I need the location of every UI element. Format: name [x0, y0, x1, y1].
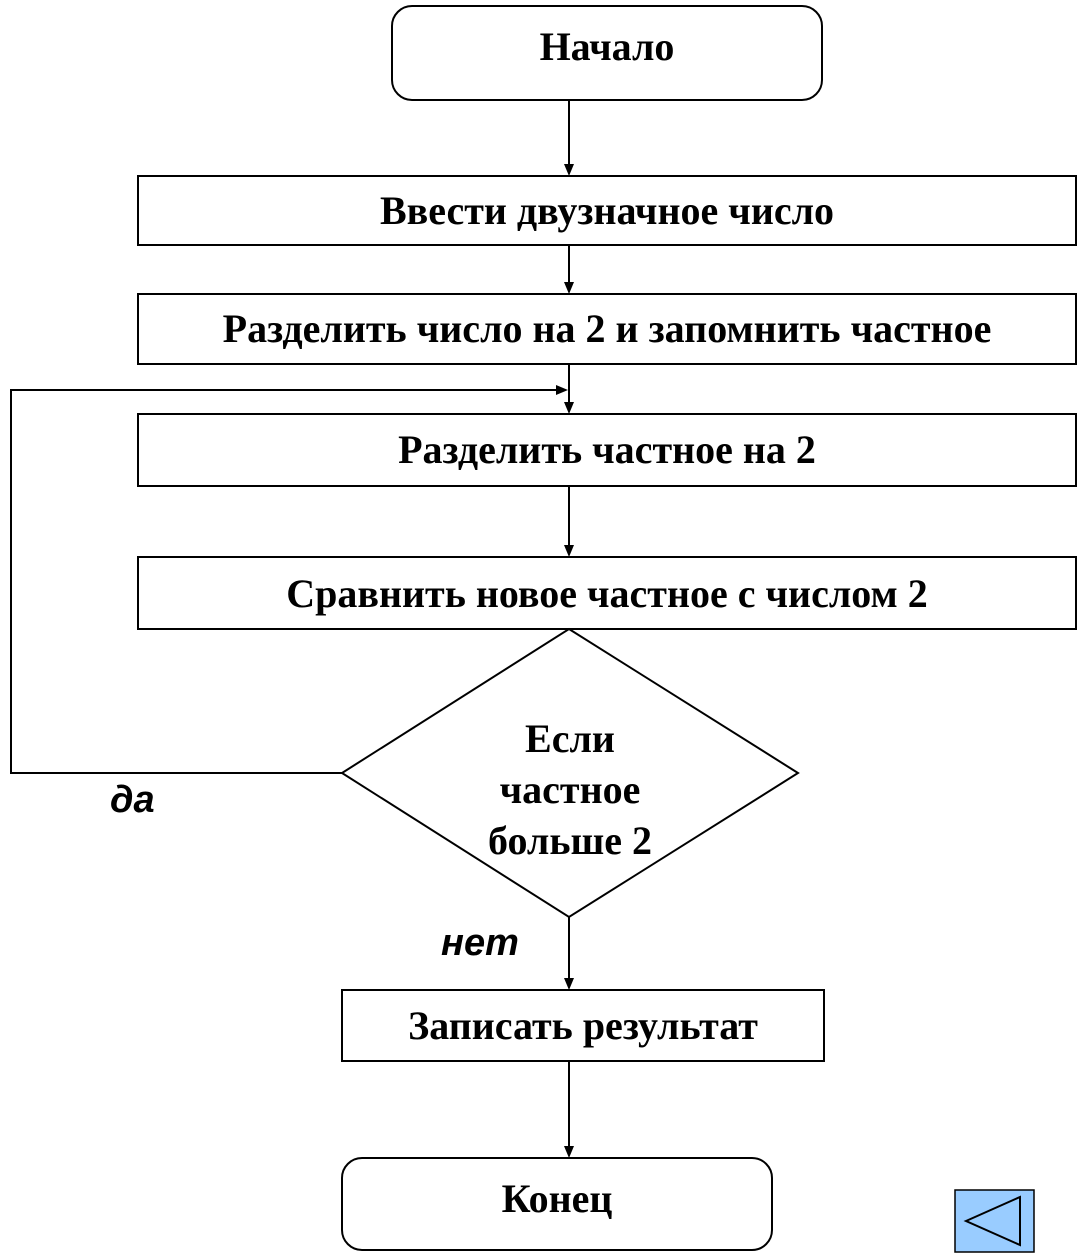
no-label: нет	[441, 922, 519, 964]
divide-number-label: Разделить число на 2 и запомнить частное	[223, 306, 992, 351]
yes-label: да	[110, 779, 155, 821]
arrowhead	[564, 402, 574, 414]
arrowhead	[564, 978, 574, 990]
decision-label-line2: частное	[500, 767, 641, 812]
triangle-left-icon	[963, 1195, 1021, 1247]
decision-label-line3: больше 2	[488, 818, 652, 863]
start-node: Начало	[391, 5, 823, 101]
loop-back-connector	[10, 389, 558, 774]
arrowhead	[564, 282, 574, 294]
arrowhead	[564, 164, 574, 176]
record-label: Записать результат	[408, 1003, 758, 1048]
end-label: Конец	[502, 1176, 613, 1221]
arrowhead	[564, 545, 574, 557]
input-node: Ввести двузначное число	[137, 175, 1077, 246]
decision-node: Если частное больше 2	[340, 627, 800, 919]
back-button[interactable]	[954, 1189, 1035, 1253]
divide-quotient-label: Разделить частное на 2	[398, 427, 816, 472]
compare-label: Сравнить новое частное с числом 2	[286, 571, 928, 616]
start-label: Начало	[540, 24, 675, 69]
divide-number-node: Разделить число на 2 и запомнить частное	[137, 293, 1077, 365]
decision-label-line1: Если	[525, 716, 615, 761]
record-node: Записать результат	[341, 989, 825, 1062]
compare-node: Сравнить новое частное с числом 2	[137, 556, 1077, 630]
arrowhead	[564, 1146, 574, 1158]
input-label: Ввести двузначное число	[380, 188, 834, 233]
end-node: Конец	[341, 1157, 773, 1251]
arrowhead	[556, 385, 568, 395]
divide-quotient-node: Разделить частное на 2	[137, 413, 1077, 487]
